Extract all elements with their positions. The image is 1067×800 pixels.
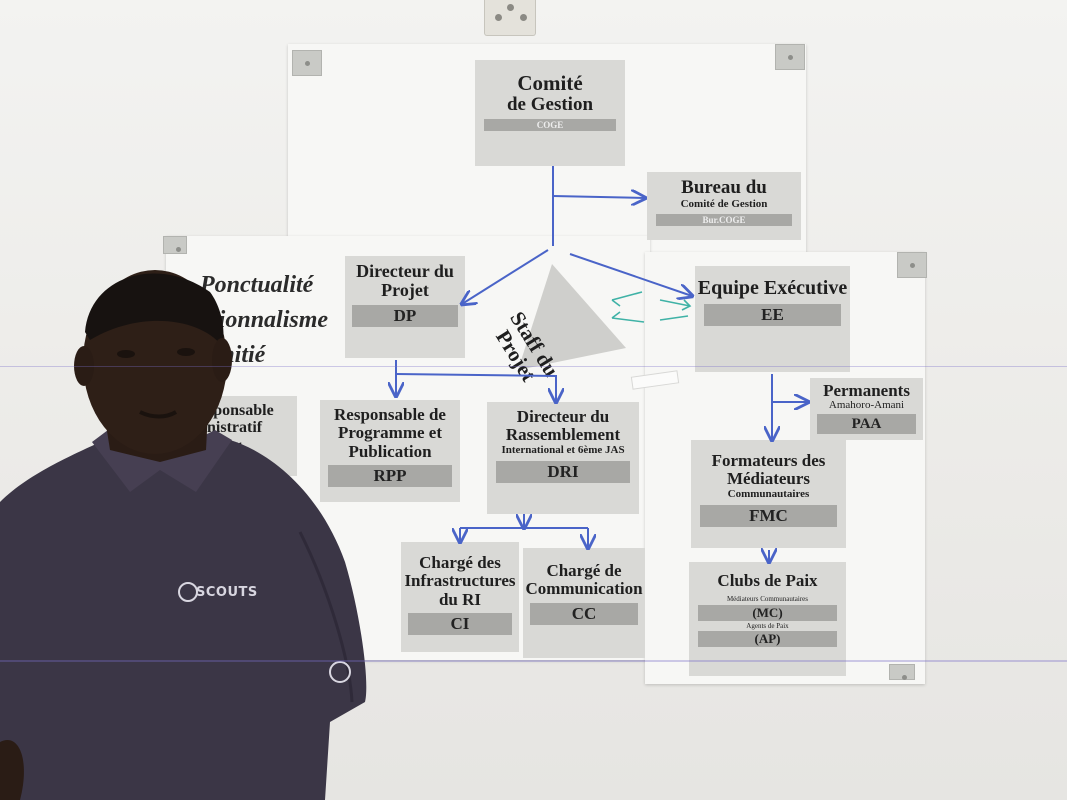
box-title: Directeur du Rassemblement — [505, 407, 621, 445]
dri-box: Directeur du Rassemblement International… — [487, 402, 639, 514]
permanents-box: Permanents Amahoro-Amani PAA — [810, 378, 923, 440]
ci-box: Chargé des Infrastructures du RI CI — [401, 542, 519, 652]
box-code: (AP) — [698, 631, 837, 648]
rpp-box: Responsable de Programme et Publication … — [320, 400, 460, 502]
box-title: Equipe Exécutive — [697, 277, 848, 299]
equipe-executive-box: Equipe Exécutive EE — [695, 266, 850, 372]
tape — [292, 50, 322, 76]
wall-socket — [484, 0, 536, 36]
cc-box: Chargé de Communication CC — [523, 548, 645, 658]
clubs-de-paix-box: Clubs de Paix Médiateurs Communautaires … — [689, 562, 846, 676]
tape — [897, 252, 927, 278]
scan-line — [0, 660, 1067, 662]
box-title: Formateurs des Médiateurs — [711, 451, 826, 489]
box-title: Chargé des Infrastructures du RI — [404, 553, 516, 609]
box-title: Comité — [517, 71, 583, 95]
cogestion-box: Comité de Gestion COGE — [475, 60, 625, 166]
box-code: Bur.COGE — [656, 214, 792, 227]
box-subtitle: Amahoro-Amani — [828, 399, 905, 412]
box-code: DRI — [496, 460, 630, 483]
shirt-logo-text: SCOUTS — [196, 585, 258, 600]
box-code: CI — [408, 613, 512, 636]
directeur-projet-box: Directeur du Projet DP — [345, 256, 465, 358]
box-title: Bureau du — [681, 177, 767, 198]
fmc-box: Formateurs des Médiateurs Communautaires… — [691, 440, 846, 548]
box-code: EE — [704, 303, 841, 326]
box-subtitle: de Gestion — [506, 93, 594, 115]
tape — [889, 664, 915, 680]
box-code: PAA — [816, 414, 917, 435]
box-code: (MC) — [698, 604, 837, 621]
value-line: Ponctualité — [200, 272, 314, 298]
scan-line — [0, 366, 1067, 367]
box-title: Permanents — [823, 381, 910, 400]
box-code: CC — [530, 602, 638, 625]
box-code: COGE — [484, 119, 616, 132]
box-item: Agents de Paix — [746, 621, 789, 630]
person — [0, 270, 367, 800]
box-title: Chargé de Communication — [525, 561, 643, 599]
box-subtitle: Comité de Gestion — [680, 197, 768, 210]
box-code: DP — [352, 304, 458, 327]
box-title: Directeur du Projet — [356, 261, 454, 301]
box-title: Clubs de Paix — [717, 571, 818, 590]
tape — [775, 44, 805, 70]
bureau-box: Bureau du Comité de Gestion Bur.COGE — [647, 172, 801, 240]
box-item: Médiateurs Communautaires — [726, 595, 809, 604]
box-code: FMC — [700, 504, 837, 527]
box-subtitle: Communautaires — [727, 487, 810, 500]
box-code: RPP — [328, 465, 452, 488]
tape — [163, 236, 187, 254]
box-subtitle: International et 6ème JAS — [501, 443, 625, 456]
box-title: Responsable de Programme et Publication — [334, 405, 446, 461]
